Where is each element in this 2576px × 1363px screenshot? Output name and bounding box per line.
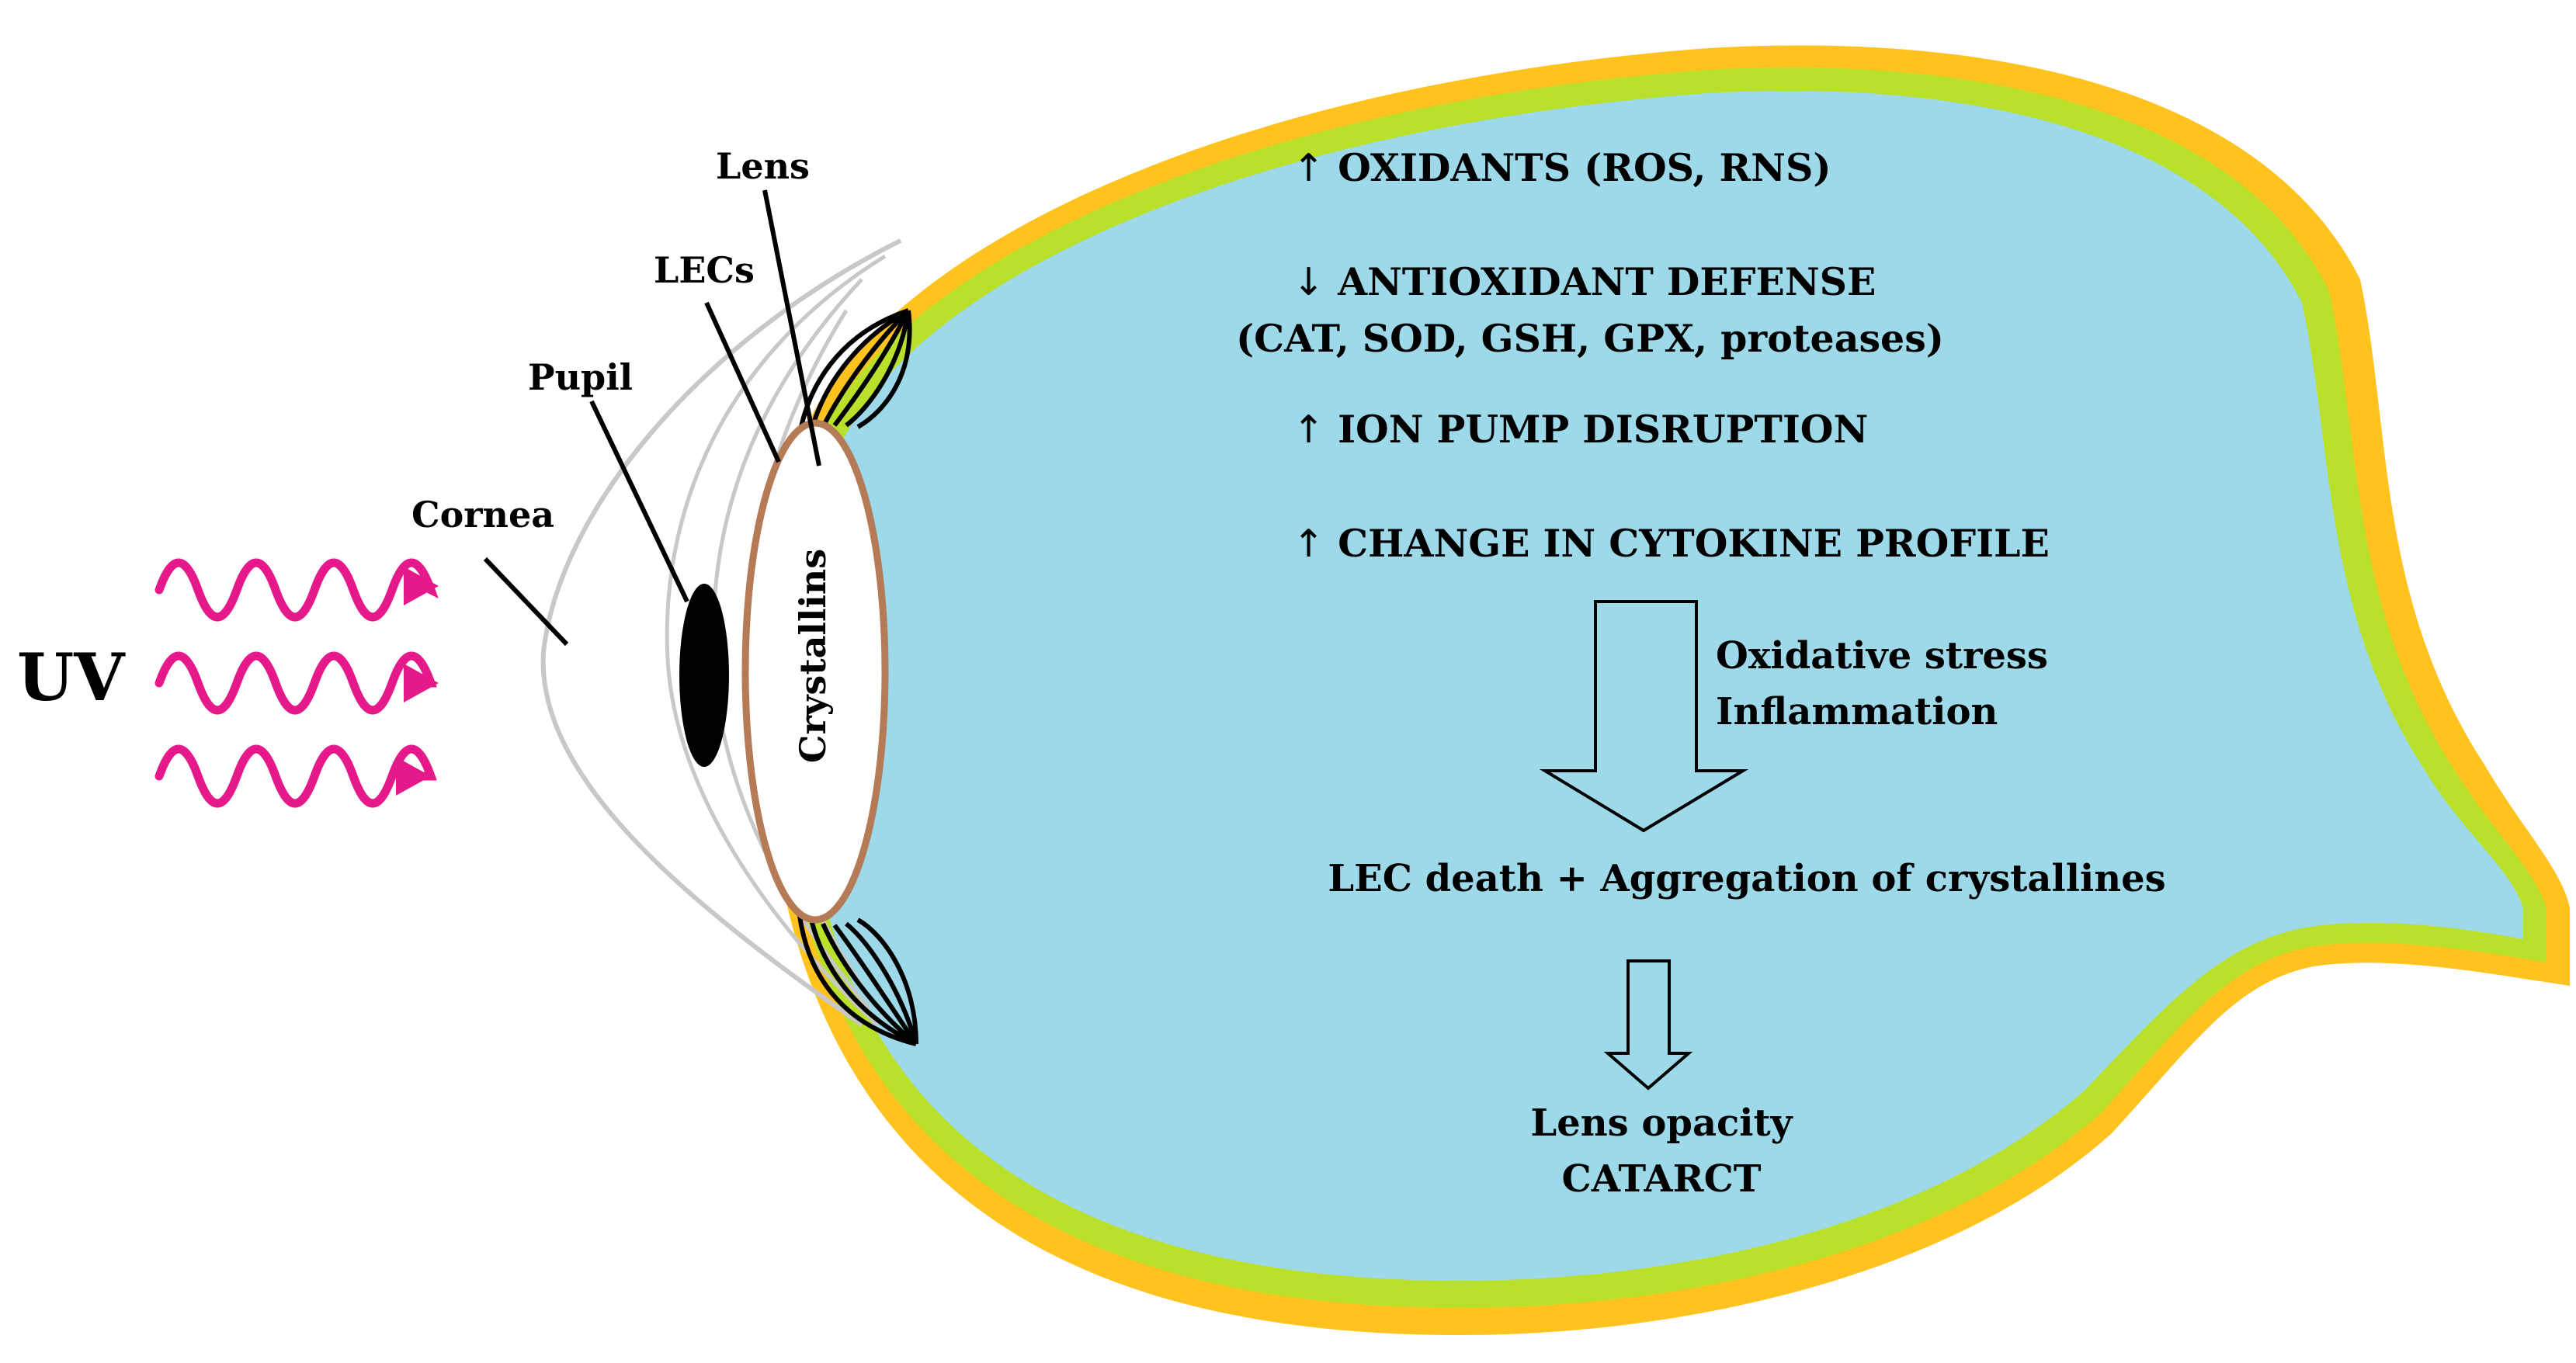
vitreous-body	[823, 91, 2523, 1281]
effect-inflammation: Inflammation	[1716, 690, 1998, 734]
mechanism-oxidants: ↑ OXIDANTS (ROS, RNS)	[1293, 145, 1831, 190]
cornea-pointer	[483, 557, 569, 647]
uv-wave-2	[154, 651, 437, 715]
lecs-pointer	[704, 301, 781, 463]
pupil-shape	[679, 584, 729, 767]
zonule-fibers-top	[797, 308, 912, 435]
hollow-arrow-large	[1539, 600, 1749, 833]
mechanism-antioxidant-list: (CAT, SOD, GSH, GPX, proteases)	[1236, 316, 1944, 361]
cornea-label: Cornea	[411, 494, 555, 536]
outcome-text: LEC death + Aggregation of crystallines	[1328, 857, 2166, 900]
uv-arrowheads	[396, 567, 439, 796]
cornea-inner-line	[665, 254, 887, 1026]
up-arrow-icon: ↑	[1293, 146, 1325, 190]
uv-label: UV	[17, 639, 125, 716]
lens-label: Lens	[716, 145, 810, 187]
pupil-label: Pupil	[528, 356, 634, 398]
pupil-pointer	[589, 400, 689, 603]
lecs-label: LECs	[654, 249, 755, 291]
up-arrow-icon: ↑	[1293, 408, 1325, 452]
mechanism-ion-pump: ↑ ION PUMP DISRUPTION	[1293, 407, 1869, 452]
lens-capsule	[741, 419, 889, 924]
effect-oxidative-stress: Oxidative stress	[1716, 634, 2048, 678]
crystallins-label: Crystallins	[792, 548, 834, 764]
uv-wave-arrows	[154, 558, 439, 808]
final-cataract: CATARCT	[1561, 1157, 1762, 1201]
lens-pointer	[762, 189, 821, 466]
final-lens-opacity: Lens opacity	[1530, 1101, 1793, 1145]
hollow-arrow-small	[1603, 959, 1693, 1091]
mechanism-antioxidant: ↓ ANTIOXIDANT DEFENSE	[1293, 259, 1876, 304]
down-arrow-icon: ↓	[1293, 260, 1325, 304]
uv-wave-3	[154, 744, 437, 808]
mechanism-cytokine: ↑ CHANGE IN CYTOKINE PROFILE	[1293, 521, 2050, 566]
up-arrow-icon: ↑	[1293, 522, 1325, 566]
zonule-fibers-bottom	[797, 915, 918, 1046]
uv-wave-1	[154, 558, 439, 622]
